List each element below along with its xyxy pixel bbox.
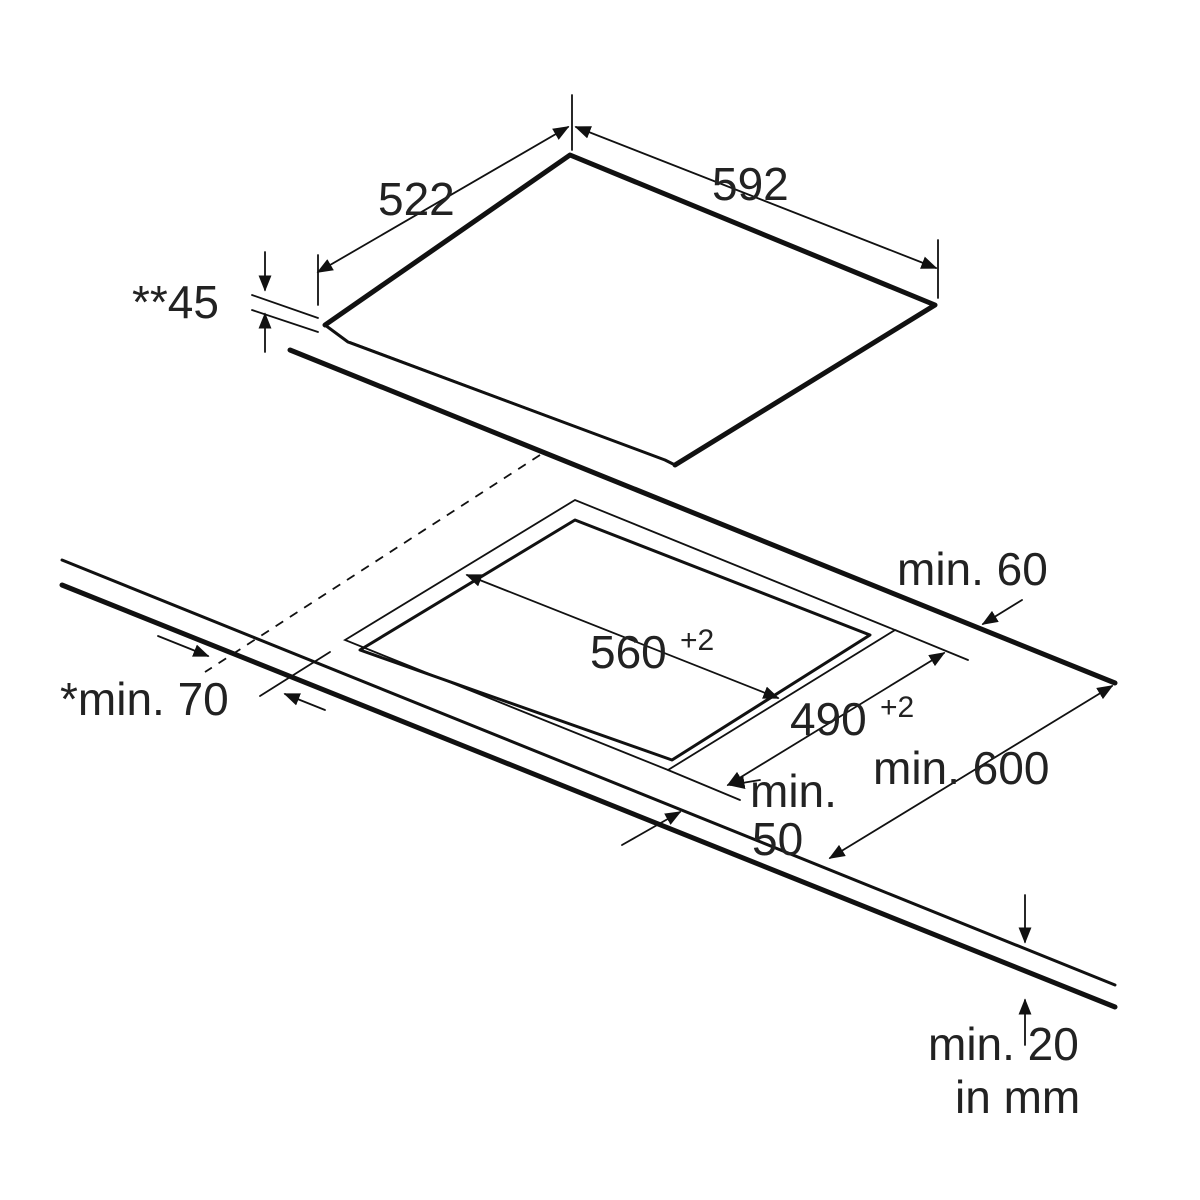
dim-arrow-min-50-bottom [621, 811, 682, 846]
hob-bottom-edge [349, 341, 661, 459]
extension-line [667, 769, 741, 801]
label-cutout-width: 560 [590, 626, 667, 678]
worktop-front-bottom-edge [59, 582, 1118, 1010]
label-front-min-line2: 50 [752, 813, 803, 865]
dim-line-560 [465, 574, 780, 699]
dimension-lines [157, 94, 1114, 1046]
label-cutout-depth: 490 [790, 693, 867, 745]
label-hob-depth: 522 [378, 173, 455, 225]
label-side-min: *min. 70 [60, 673, 229, 725]
label-units: in mm [955, 1071, 1080, 1123]
extension-line [251, 309, 319, 333]
dim-arrow-min-70-left [157, 635, 210, 657]
label-cutout-depth-tol: +2 [880, 691, 914, 724]
dim-arrow-min-60 [981, 599, 1023, 625]
label-worktop-thickness-min: min. 20 [928, 1018, 1079, 1070]
dim-line-min-600 [828, 685, 1114, 859]
dim-line-592 [574, 126, 938, 269]
worktop-front-top-edge [60, 558, 1117, 987]
label-hob-width: 592 [712, 158, 789, 210]
extension-line [894, 629, 969, 661]
label-hob-height: **45 [132, 276, 219, 328]
label-cutout-width-tol: +2 [680, 624, 714, 657]
label-rear-min: min. 60 [897, 543, 1048, 595]
label-worktop-depth-min: min. 600 [873, 742, 1049, 794]
dim-arrow-min-70-right [283, 693, 326, 711]
worktop [59, 347, 1118, 1010]
dimension-labels: 522 592 **45 560 +2 490 +2 min. 60 *min.… [60, 158, 1080, 1123]
cutout-inner [358, 518, 872, 762]
extension-line [251, 294, 319, 319]
extension-line [259, 651, 331, 697]
worktop-back-edge [287, 347, 1118, 686]
label-front-min-line1: min. [750, 765, 837, 817]
dim-line-522 [316, 126, 570, 273]
dim-arrow-min-50-top [728, 776, 761, 789]
